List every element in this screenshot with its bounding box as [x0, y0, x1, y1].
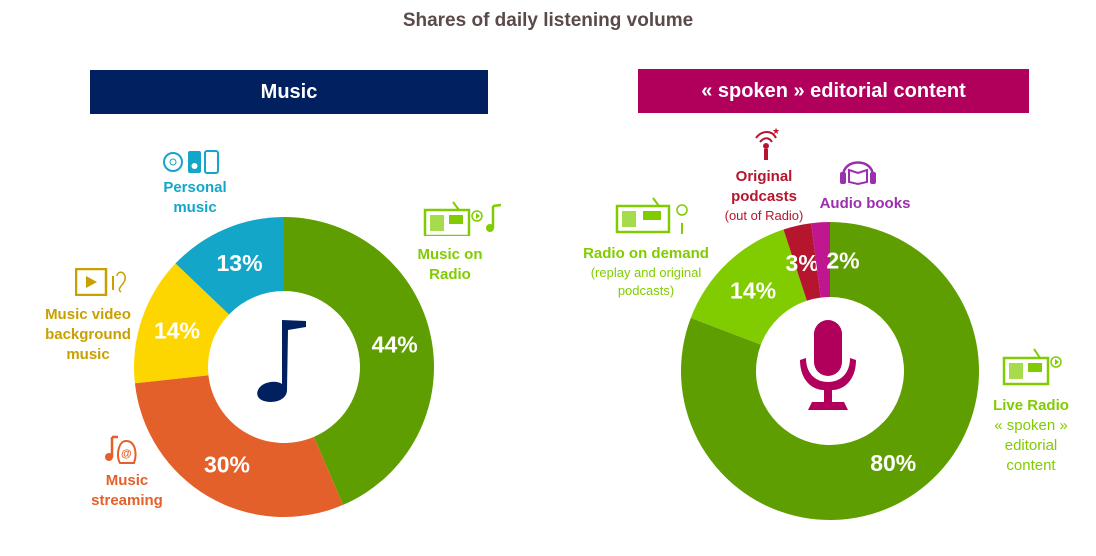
legend-music-on-radio: Music on Radio [405, 245, 495, 285]
legend-original-podcasts: Original podcasts (out of Radio) [716, 167, 812, 225]
label-line: Music video [45, 306, 131, 323]
slice-value-label: 14% [730, 277, 776, 303]
slice-value-label: 44% [372, 331, 418, 357]
donut-slice [134, 263, 230, 384]
microphone-icon [800, 320, 856, 410]
slice-value-label: 30% [204, 452, 250, 478]
chart-title: Shares of daily listening volume [402, 10, 694, 31]
radio-music-icon [423, 201, 502, 236]
streaming-icon: @ [105, 435, 137, 464]
label-line: Radio [429, 266, 471, 283]
legend-audio-books: Audio books [819, 195, 911, 212]
radio-on-demand-icon [615, 197, 688, 234]
label-sub: (out of Radio) [724, 208, 804, 223]
label-line: podcasts [731, 188, 797, 205]
music-note-icon [257, 320, 306, 402]
donut-slice [690, 229, 807, 345]
label-line: Music on [417, 246, 483, 263]
label-sub: editorial [1004, 437, 1058, 454]
donut-slice [680, 222, 979, 521]
personal-devices-icon [163, 150, 219, 174]
legend-music-streaming: Music streaming [82, 471, 172, 511]
live-radio-icon [1002, 348, 1062, 386]
donut-slice [284, 217, 434, 505]
donut-slice [134, 375, 344, 517]
label-line: Original [735, 168, 793, 185]
legend-live-radio: Live Radio « spoken » editorial content [986, 396, 1076, 476]
donut-slice [811, 222, 830, 298]
label-line: Music [105, 472, 149, 489]
label-line: music [173, 199, 217, 216]
legend-radio-on-demand: Radio on demand (replay and original podc… [576, 244, 716, 300]
donut-slice [175, 217, 284, 315]
slice-value-label: 3% [786, 250, 819, 276]
label-sub: « spoken » [994, 417, 1068, 434]
donut-slice [783, 223, 821, 301]
legend-personal-music: Personal music [150, 178, 240, 218]
video-ear-icon [75, 268, 126, 296]
music-header: Music [90, 70, 488, 114]
podcast-antenna-icon: ★ [755, 127, 780, 160]
svg-text:★: ★ [772, 127, 780, 137]
label-line: background [45, 326, 131, 343]
spoken-header: « spoken » editorial content [638, 69, 1029, 113]
label-line: streaming [91, 492, 163, 509]
label-sub: (replay and original podcasts) [590, 265, 702, 298]
label-sub: content [1006, 457, 1056, 474]
slice-value-label: 14% [154, 318, 200, 344]
svg-text:@: @ [121, 448, 132, 460]
label-line: Live Radio [993, 397, 1069, 414]
slice-value-label: 13% [217, 250, 263, 276]
legend-music-video: Music video background music [38, 305, 138, 365]
label-line: Personal [163, 179, 227, 196]
audiobook-headphones-icon [840, 161, 876, 186]
label-line: Radio on demand [583, 245, 709, 262]
label-line: music [66, 346, 110, 363]
slice-value-label: 2% [826, 247, 859, 273]
slice-value-label: 80% [870, 450, 916, 476]
